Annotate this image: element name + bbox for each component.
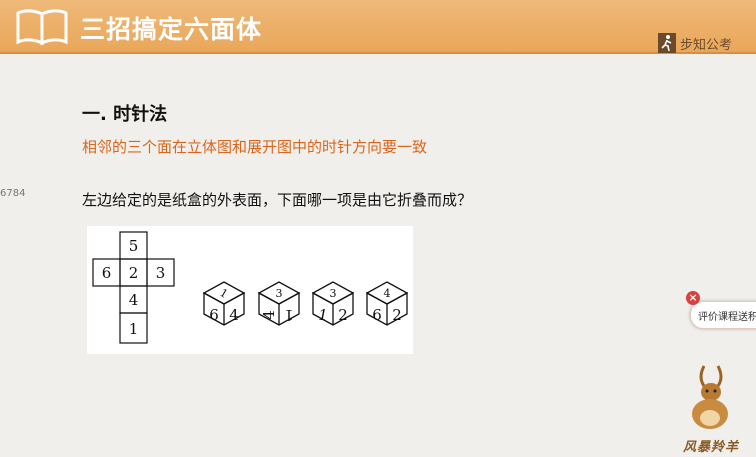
net-face-left: 6 xyxy=(102,264,112,282)
cube-d-top: 4 xyxy=(384,287,391,300)
option-cube-d: 4 6 2 xyxy=(365,281,409,326)
header-divider xyxy=(0,52,756,54)
book-icon xyxy=(16,9,68,46)
brand-logo: 步知公考 xyxy=(658,32,732,54)
feedback-button[interactable]: 评价课程送积分 xyxy=(690,301,756,329)
header-bar xyxy=(0,0,756,52)
cube-b-front: 4 xyxy=(260,310,278,320)
net-face-top: 5 xyxy=(129,237,139,255)
option-cube-a: 1 6 4 xyxy=(202,281,246,326)
option-cube-c: 3 1 2 xyxy=(311,281,355,326)
close-icon[interactable]: × xyxy=(686,291,700,305)
feedback-label: 评价课程送积分 xyxy=(698,312,756,323)
net-face-right: 3 xyxy=(156,264,166,282)
net-face-below: 4 xyxy=(129,291,139,309)
cube-c-top: 3 xyxy=(330,287,337,300)
cube-b-top: 3 xyxy=(276,287,283,300)
cube-a-top: 1 xyxy=(217,286,230,301)
cube-a-side: 4 xyxy=(229,306,239,324)
cube-figure: 5 6 2 3 4 1 1 6 4 3 4 1 xyxy=(87,226,413,354)
cube-a-front: 6 xyxy=(209,306,219,324)
mascot-label: 风暴羚羊 xyxy=(682,440,739,455)
antelope-mascot-icon xyxy=(692,365,728,429)
side-counter: 6784 xyxy=(0,188,26,199)
cube-c-front: 1 xyxy=(318,306,328,324)
brand-name: 步知公考 xyxy=(680,37,733,53)
page-title: 三招搞定六面体 xyxy=(80,15,263,44)
option-cube-b: 3 4 1 xyxy=(257,281,301,326)
cube-d-front: 6 xyxy=(372,306,382,324)
cube-net xyxy=(92,231,175,344)
section-subtitle: 相邻的三个面在立体图和展开图中的时针方向要一致 xyxy=(82,138,428,156)
cube-d-side: 2 xyxy=(392,306,402,324)
cube-c-side: 2 xyxy=(338,306,348,324)
net-face-center: 2 xyxy=(129,264,139,282)
walking-man-icon xyxy=(658,33,676,53)
net-face-bottom: 1 xyxy=(129,320,139,338)
question-text: 左边给定的是纸盒的外表面，下面哪一项是由它折叠而成？ xyxy=(82,191,473,209)
cube-b-side: 1 xyxy=(284,306,294,324)
section-title: 一. 时针法 xyxy=(82,104,168,125)
